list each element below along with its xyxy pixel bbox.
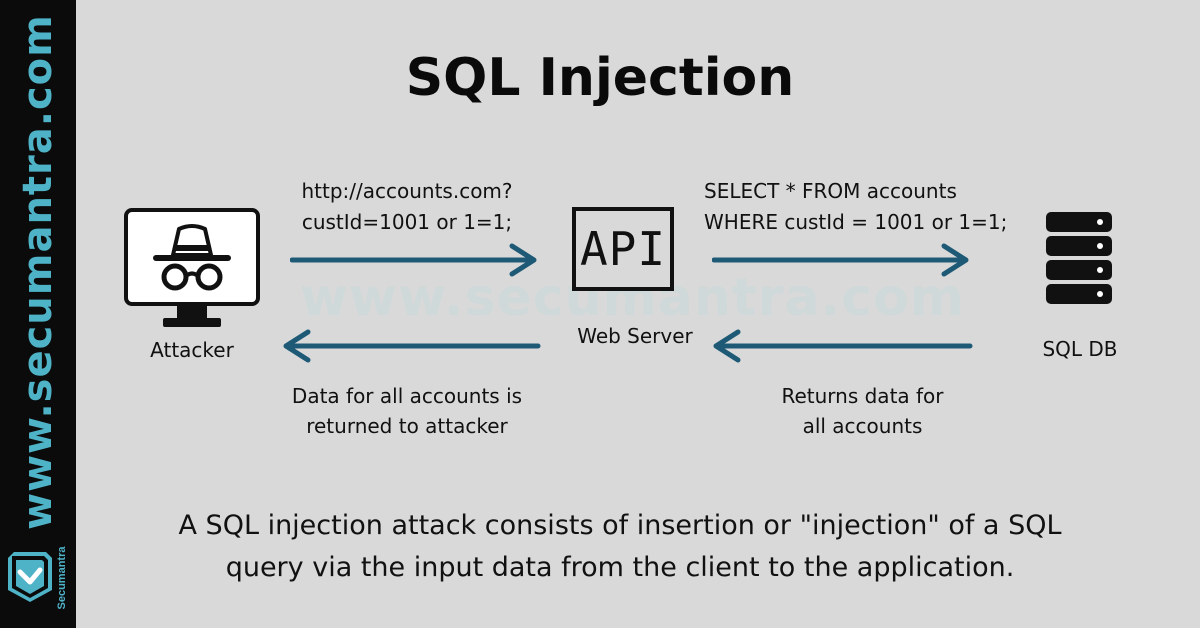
api-icon-text: API (579, 222, 667, 276)
attacker-return-arrow (283, 329, 541, 363)
query-arrow (712, 243, 969, 277)
sql-db-label: SQL DB (1042, 337, 1118, 361)
brand-sidebar: www.secumantra.com Secumantra (0, 0, 76, 628)
attacker-return-line-2: returned to attacker (306, 414, 508, 438)
secumantra-logo-icon (8, 552, 52, 602)
footer-line-1: A SQL injection attack consists of inser… (178, 510, 1062, 541)
attacker-label: Attacker (150, 338, 234, 362)
query-line-2: WHERE custId = 1001 or 1=1; (704, 210, 1008, 234)
attacker-return-text: Data for all accounts is returned to att… (262, 381, 552, 441)
db-return-arrow (713, 329, 973, 363)
db-return-line-1: Returns data for (781, 384, 944, 408)
logo-text: Secumantra (56, 546, 68, 610)
query-line-1: SELECT * FROM accounts (704, 179, 957, 203)
sidebar-url: www.secumantra.com (15, 14, 61, 530)
page-title: SQL Injection (405, 48, 795, 108)
request-text: http://accounts.com? custId=1001 or 1=1; (262, 176, 552, 238)
query-text: SELECT * FROM accounts WHERE custId = 10… (704, 176, 1044, 238)
api-icon: API (572, 207, 674, 291)
db-return-line-2: all accounts (802, 414, 923, 438)
footer-description: A SQL injection attack consists of inser… (120, 505, 1120, 589)
database-server-icon (1046, 212, 1112, 304)
request-line-1: http://accounts.com? (301, 179, 513, 203)
hacker-monitor-icon (124, 208, 260, 327)
request-line-2: custId=1001 or 1=1; (301, 210, 513, 234)
attacker-return-line-1: Data for all accounts is (291, 384, 523, 408)
request-arrow (290, 243, 537, 277)
db-return-text: Returns data for all accounts (730, 381, 995, 441)
web-server-label: Web Server (577, 324, 693, 348)
footer-line-2: query via the input data from the client… (225, 552, 1015, 583)
